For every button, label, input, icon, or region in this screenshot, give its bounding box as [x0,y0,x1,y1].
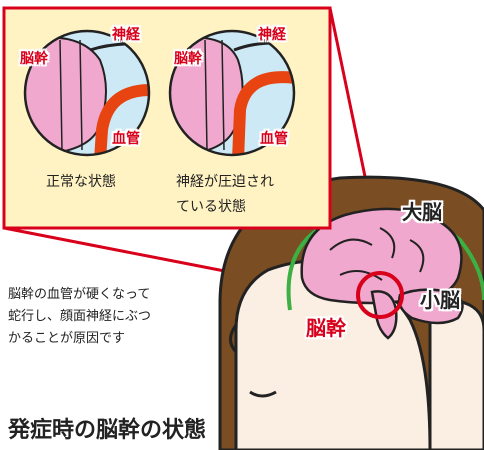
normal-state-circle [23,29,151,157]
caption-compressed-line1: 神経が圧迫され [176,174,274,190]
nose [229,324,238,354]
highlight-circle [356,271,404,319]
cerebellum [398,288,464,325]
label-nerve-left: 神経 [112,27,140,43]
label-nerve-right: 神経 [258,27,286,43]
cerebrum [300,207,463,305]
mouth [249,390,277,398]
brain-folds [329,227,425,281]
label-cerebrum: 大脳 [402,200,442,224]
note-line: かることが原因です [8,331,126,346]
compressed-state-circle [168,29,296,157]
note-line: 脳幹の血管が硬くなって [8,287,151,302]
caption-normal: 正常な状態 [46,174,116,190]
label-brainstem-right: 脳幹 [174,51,202,67]
label-vessel-right: 血管 [260,131,288,147]
page-title: 発症時の脳幹の状態 [8,418,207,443]
caption-compressed-line2: ている状態 [176,199,246,215]
label-brainstem-main: 脳幹 [306,316,346,340]
label-vessel-left: 血管 [112,131,140,147]
note-line: 蛇行し、顔面神経にぶつ [8,309,152,324]
explanation-note: 脳幹の血管が硬くなって 蛇行し、顔面神経にぶつ かることが原因です [8,284,151,350]
label-cerebellum: 小脳 [420,288,460,312]
label-brainstem-left: 脳幹 [20,51,48,67]
